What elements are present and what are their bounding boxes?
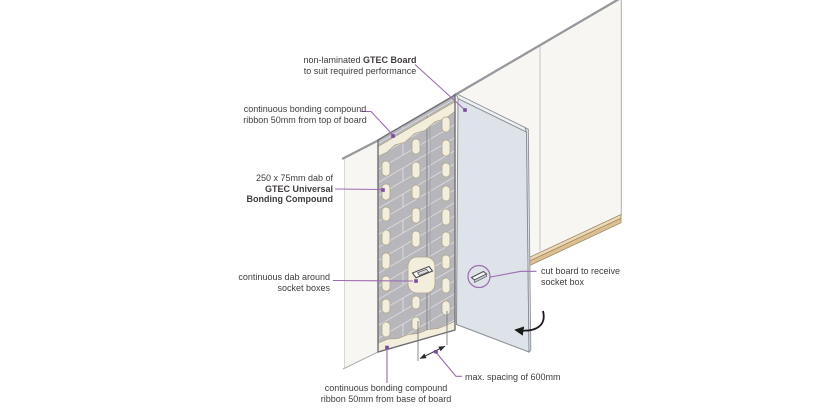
leader-dab: [334, 188, 382, 191]
dimension-lines: [417, 311, 448, 361]
masonry-wall: [377, 93, 456, 353]
label-spacing: max. spacing of 600mm: [465, 372, 561, 382]
cutout-highlight-circle: [467, 264, 491, 289]
label-ribbon-top: continuous bonding compound ribbon 50mm …: [243, 104, 367, 125]
label-socket-dab: continuous dab around socket boxes: [238, 272, 330, 293]
leader-spacing: [436, 352, 462, 377]
socket-box: [407, 256, 436, 294]
swing-arrow-icon: [514, 310, 545, 336]
label-ribbon-base: continuous bonding compound ribbon 50mm …: [320, 383, 452, 404]
label-board: non-laminated GTEC Board to suit require…: [303, 55, 417, 76]
label-dab: 250 x 75mm dab of GTEC Universal Bonding…: [246, 173, 333, 204]
board-joint-setout-line: [426, 115, 431, 331]
leader-cut-board: [490, 270, 537, 278]
leader-ribbon-top: [361, 110, 394, 136]
leader-board: [414, 64, 466, 111]
label-cut-board: cut board to receive socket box: [541, 266, 621, 287]
board-side-edge: [524, 126, 532, 354]
leader-socket-dab: [332, 279, 414, 282]
left-wall: [341, 139, 380, 370]
leader-lines: [332, 64, 537, 383]
gtec-board: [455, 92, 532, 354]
adhesive-dabs: [381, 116, 451, 338]
socket-cutout: [470, 270, 488, 283]
